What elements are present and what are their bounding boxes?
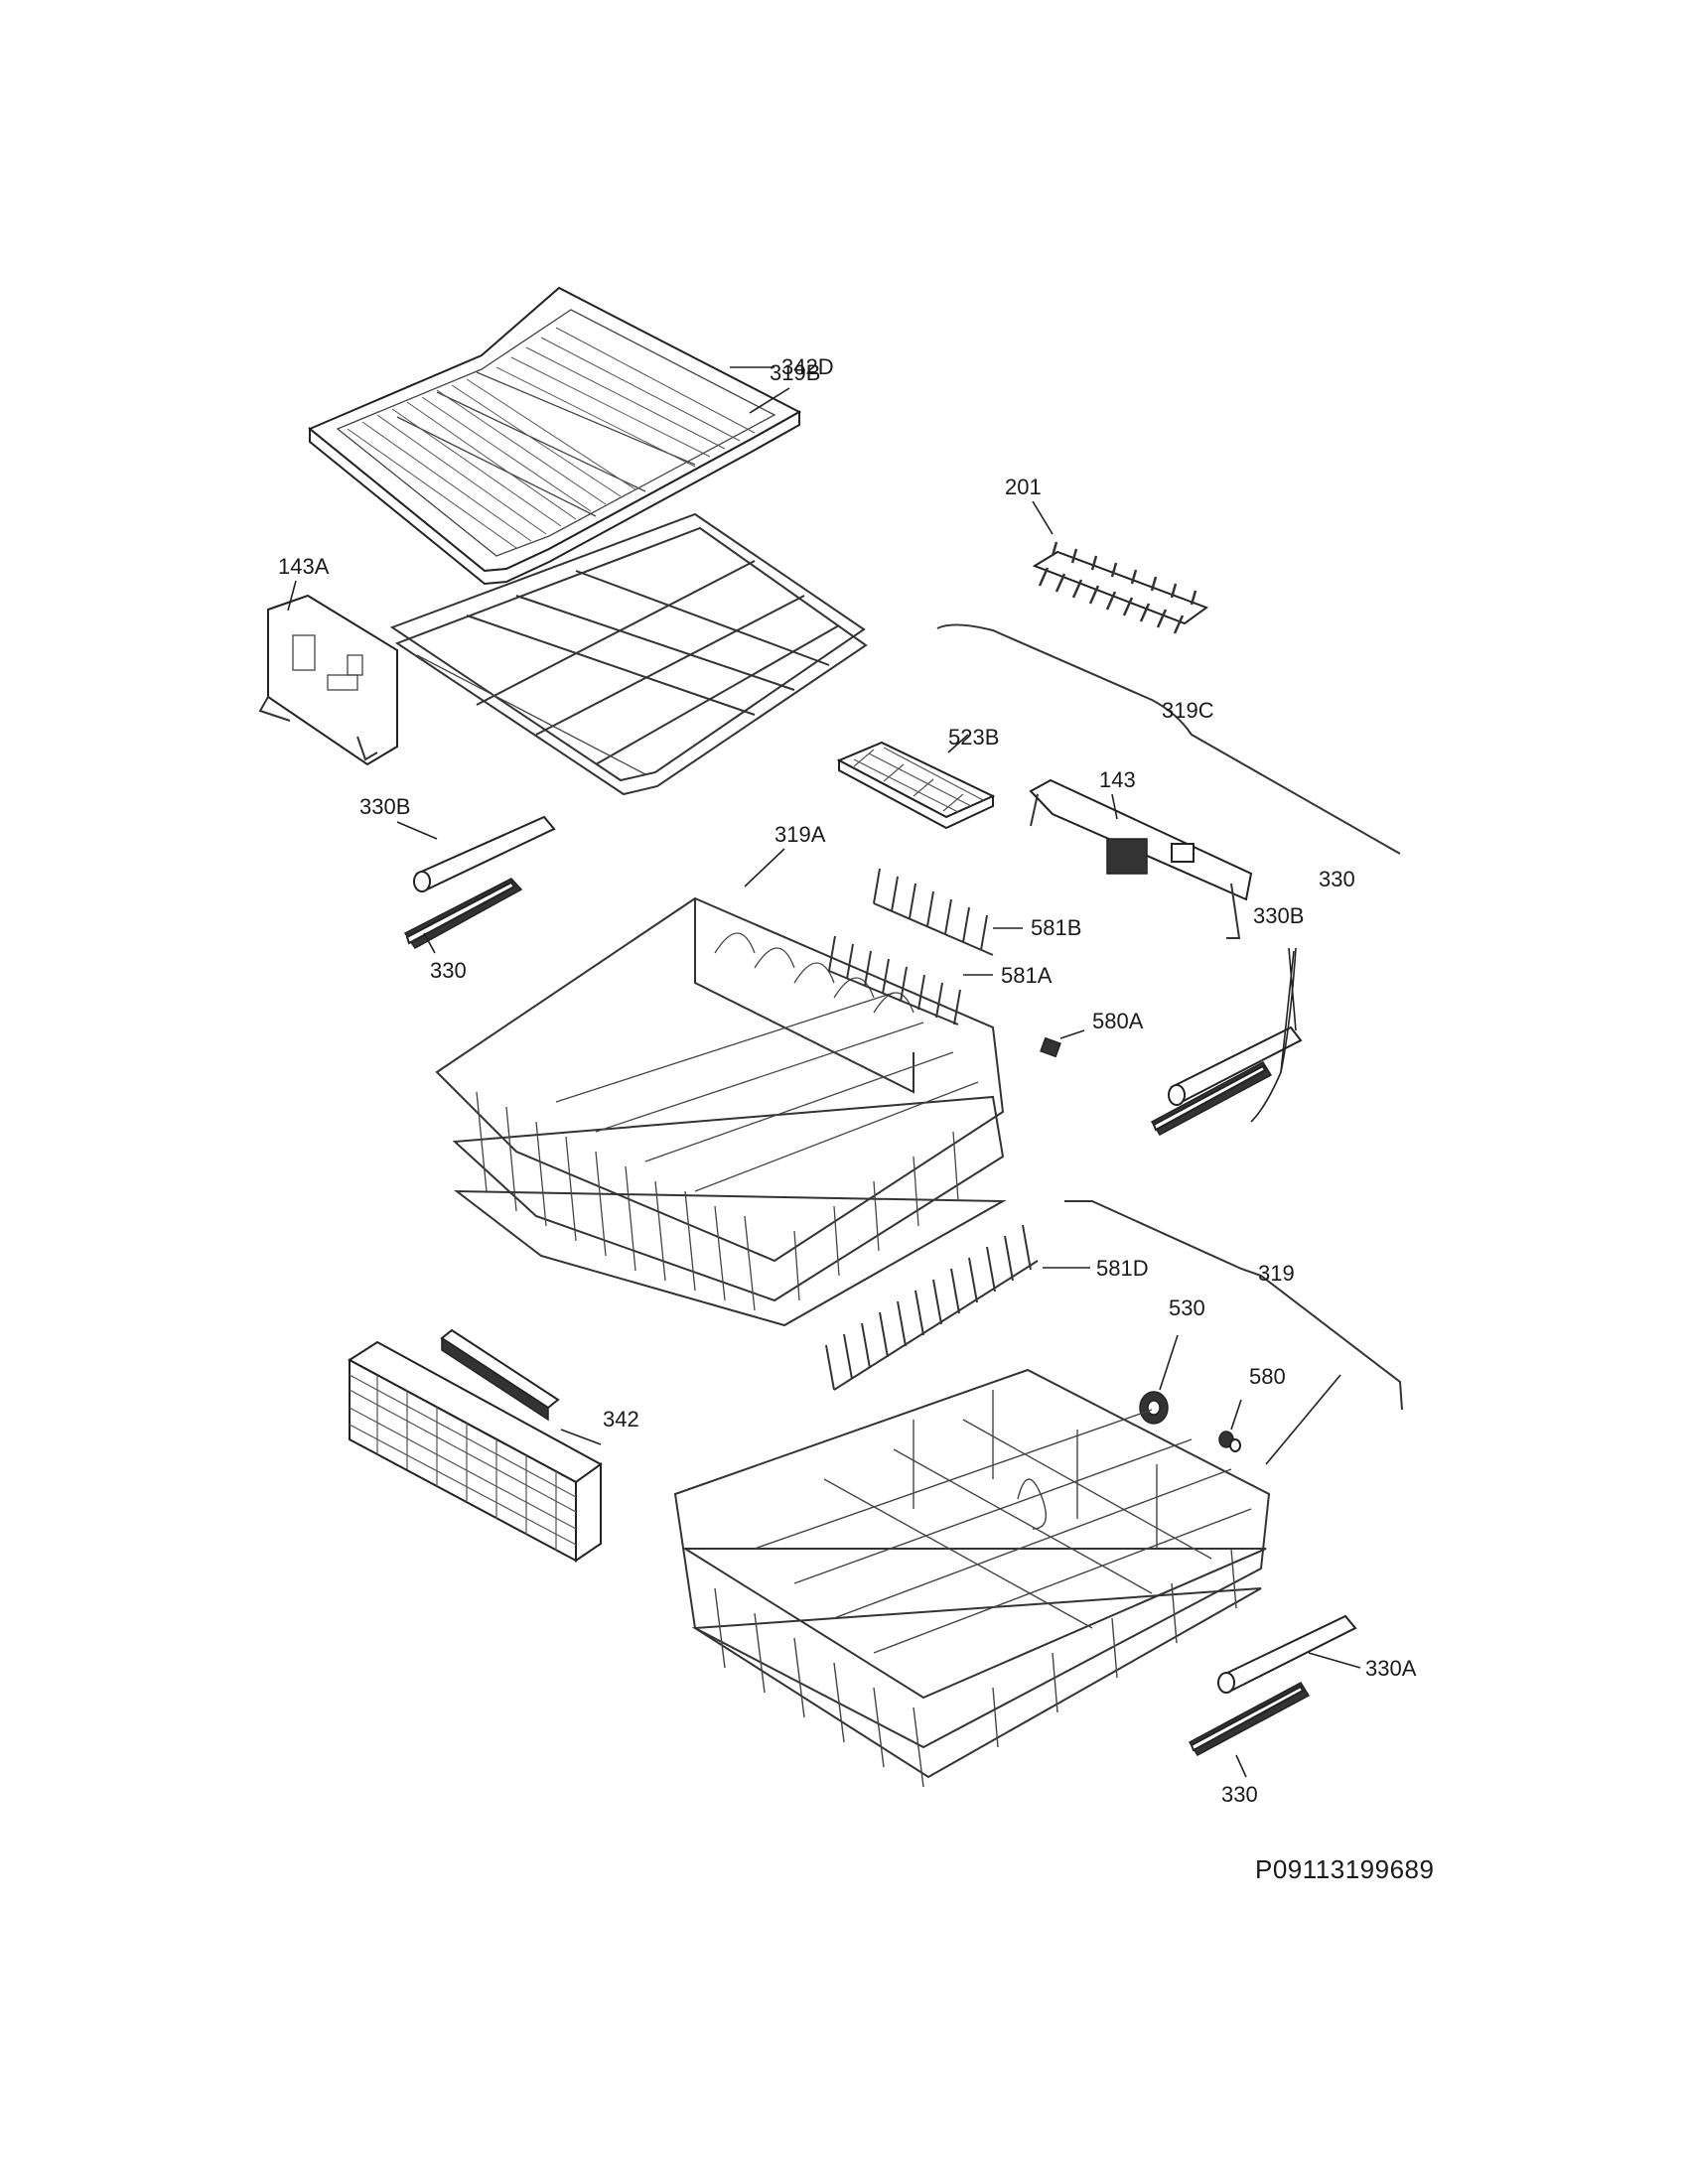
part-581D-tine-row xyxy=(825,1224,1039,1391)
leader-lines xyxy=(287,366,1361,1778)
part-143A-bracket xyxy=(258,594,398,766)
part-330B-left-strip xyxy=(413,815,556,892)
part-319A-upper-basket xyxy=(435,896,1007,1327)
label-330B-right: 330B xyxy=(1253,903,1304,928)
label-342D: 342D xyxy=(781,354,834,379)
label-330A: 330A xyxy=(1365,1656,1417,1681)
label-143A: 143A xyxy=(278,554,330,579)
part-342-cutlery-basket xyxy=(348,1328,603,1563)
label-581B: 581B xyxy=(1031,915,1081,940)
drawing-code: P09113199689 xyxy=(1255,1854,1435,1884)
part-319-group-bracket xyxy=(1064,1200,1403,1411)
part-143-bracket xyxy=(1029,778,1253,939)
part-labels: 342D 319B 201 143A 319C 523B 143 330B 31… xyxy=(278,354,1417,1807)
label-580A: 580A xyxy=(1092,1009,1144,1033)
part-530-wheel xyxy=(1139,1391,1169,1425)
part-580A-clip xyxy=(1040,1036,1061,1058)
part-319C-group-bracket xyxy=(936,623,1401,855)
label-581A: 581A xyxy=(1001,963,1053,988)
part-330A-strip xyxy=(1217,1614,1357,1694)
part-319B-wire-frame xyxy=(389,512,868,796)
label-330-bottom: 330 xyxy=(1221,1782,1258,1807)
part-330-left-strip xyxy=(403,878,523,949)
label-319A: 319A xyxy=(774,822,826,847)
part-330-bottom-strip xyxy=(1188,1682,1311,1756)
label-330-right-top: 330 xyxy=(1319,867,1355,891)
label-530: 530 xyxy=(1169,1296,1205,1320)
label-319B: 319B xyxy=(770,360,820,385)
part-319-lower-basket xyxy=(673,1368,1271,1788)
part-201-comb xyxy=(1032,541,1209,634)
label-201: 201 xyxy=(1005,475,1042,499)
part-330B-right-strip xyxy=(1168,1025,1303,1106)
part-342D-cutlery-tray xyxy=(308,286,802,586)
label-342: 342 xyxy=(603,1407,639,1432)
label-319C: 319C xyxy=(1162,698,1214,723)
label-330B-left: 330B xyxy=(359,794,410,819)
label-319: 319 xyxy=(1258,1261,1295,1286)
label-581D: 581D xyxy=(1096,1256,1149,1281)
part-580-clip xyxy=(1218,1431,1241,1452)
part-523B-insert xyxy=(836,741,996,830)
label-143: 143 xyxy=(1099,767,1136,792)
label-580: 580 xyxy=(1249,1364,1286,1389)
label-330-left: 330 xyxy=(430,958,467,983)
part-581B-tine-row xyxy=(873,868,994,956)
label-523B: 523B xyxy=(948,725,999,750)
part-330-right-strip xyxy=(1150,1061,1273,1136)
part-581A-tine-row xyxy=(828,935,961,1025)
